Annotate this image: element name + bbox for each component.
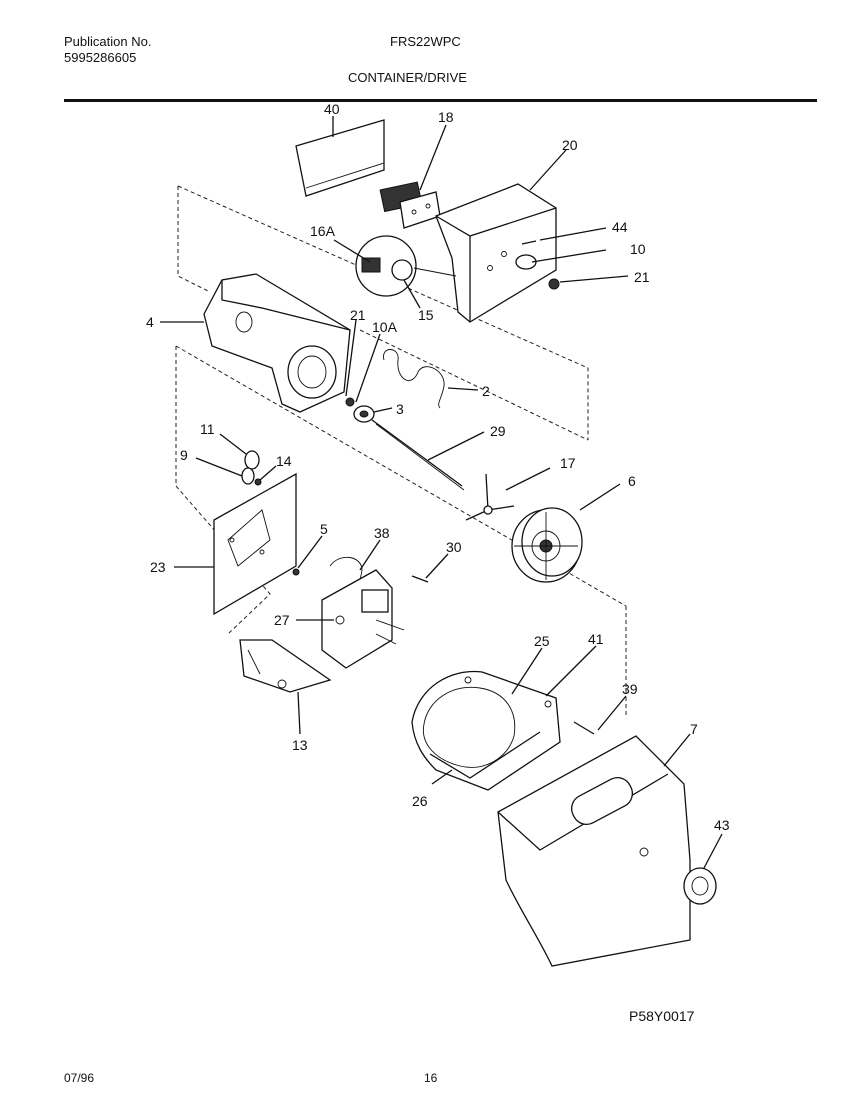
part-2-wire [383, 349, 479, 409]
part-17-agitator [465, 467, 551, 521]
callout-6: 6 [628, 473, 636, 489]
part-10A-bushing [355, 333, 381, 403]
callout-40: 40 [324, 101, 340, 117]
part-44-screw [521, 227, 607, 245]
callout-20: 20 [562, 137, 578, 153]
part-29-shaft [371, 419, 485, 491]
part-30-screw [411, 553, 449, 583]
part-10-bushing [531, 249, 607, 263]
part-25-gear [511, 647, 543, 695]
callout-21-lower: 21 [350, 307, 366, 323]
part-14-screw [254, 465, 277, 486]
callout-10A: 10A [372, 319, 398, 335]
part-21-clip-lower [345, 319, 357, 407]
part-18-connector [379, 124, 447, 229]
callout-14: 14 [276, 453, 292, 469]
part-5-screw [292, 535, 323, 576]
part-23-mounting-plate [174, 472, 297, 616]
callout-11: 11 [200, 421, 215, 437]
callout-3: 3 [396, 401, 404, 417]
part-3-drive-gear [353, 405, 393, 423]
part-26-housing-assembly [411, 670, 561, 791]
part-21-clip-upper [548, 275, 629, 290]
callout-17: 17 [560, 455, 576, 471]
figure-code: P58Y0017 [629, 1008, 695, 1024]
header-rule [64, 99, 817, 102]
publication-label: Publication No. [64, 34, 152, 49]
callout-43: 43 [714, 817, 730, 833]
callout-39: 39 [622, 681, 638, 697]
callout-2: 2 [482, 383, 490, 399]
callout-9: 9 [180, 447, 188, 463]
model-number: FRS22WPC [390, 34, 461, 49]
part-39-screw [573, 695, 627, 735]
callout-15: 15 [418, 307, 434, 323]
part-40-cover-plate [295, 116, 385, 197]
assembly-outline-upper [177, 185, 589, 441]
callout-44: 44 [612, 219, 628, 235]
callout-38: 38 [374, 525, 390, 541]
publication-number: 5995286605 [64, 50, 137, 65]
callout-18: 18 [438, 109, 454, 125]
callout-16A: 16A [310, 223, 336, 239]
callout-26: 26 [412, 793, 428, 809]
callout-30: 30 [446, 539, 462, 555]
callout-23: 23 [150, 559, 166, 575]
section-title: CONTAINER/DRIVE [348, 70, 467, 85]
callout-10: 10 [630, 241, 646, 257]
callout-21-upper: 21 [634, 269, 650, 285]
part-41-bracket [545, 645, 597, 697]
part-43-cap [683, 833, 723, 905]
callout-27: 27 [274, 612, 290, 628]
part-11-washer [219, 433, 260, 470]
callout-29: 29 [490, 423, 506, 439]
callout-41: 41 [588, 631, 604, 647]
part-20-motor-housing [435, 149, 567, 323]
part-15-16A-lamp [333, 235, 457, 309]
callout-4: 4 [146, 314, 154, 330]
callout-13: 13 [292, 737, 308, 753]
callout-25: 25 [534, 633, 550, 649]
part-13-chute-door [239, 639, 332, 735]
footer-date: 07/96 [64, 1071, 95, 1085]
part-9-spring [195, 457, 255, 485]
part-7-front-cover [497, 733, 691, 967]
page-number: 16 [424, 1071, 438, 1085]
callout-5: 5 [320, 521, 328, 537]
part-27-motor-bracket [296, 569, 405, 669]
part-6-auger-wheel [511, 483, 621, 583]
callout-7: 7 [690, 721, 698, 737]
part-4-container-housing [160, 273, 351, 413]
